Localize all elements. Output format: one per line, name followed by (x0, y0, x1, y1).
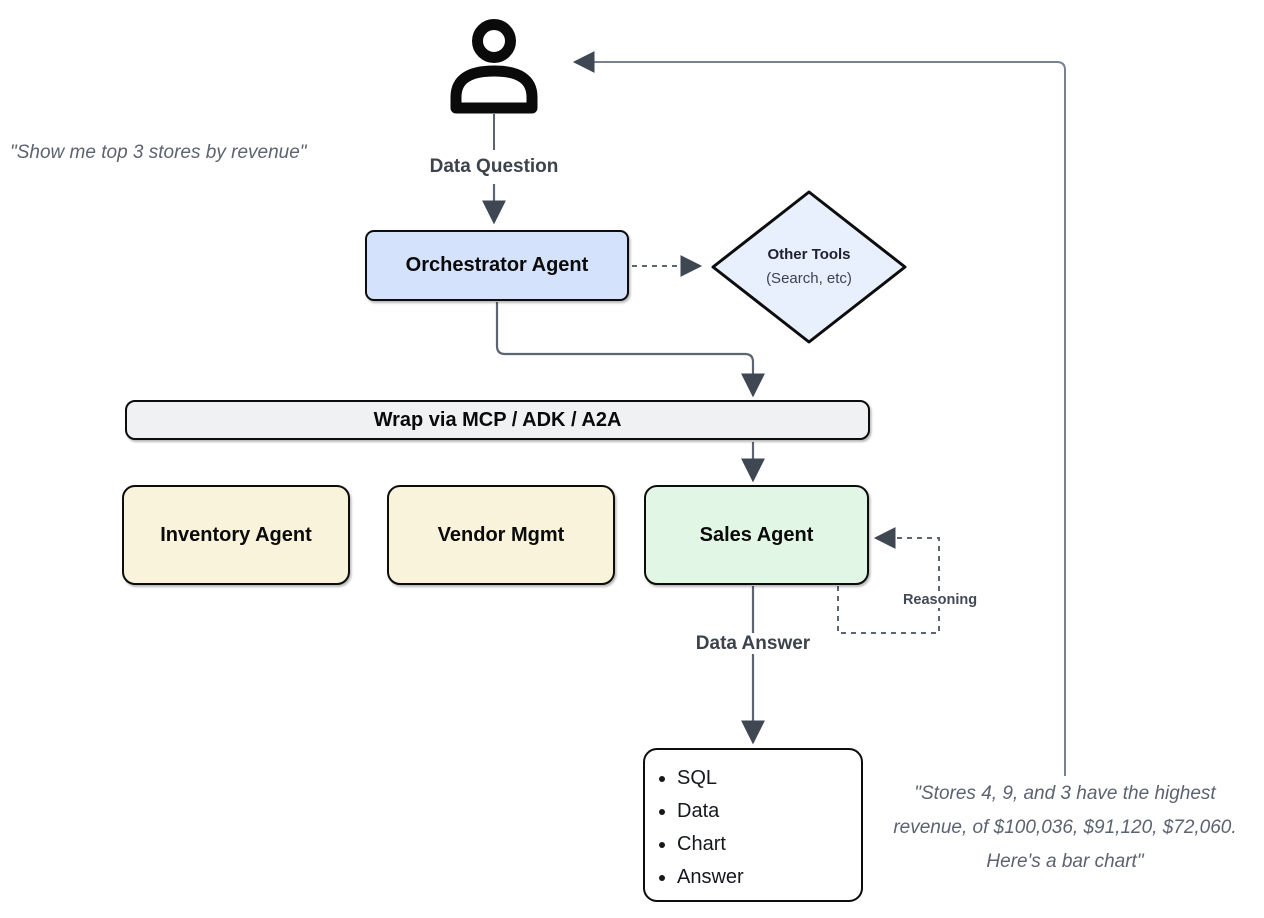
data-answer-label: Data Answer (640, 633, 866, 655)
inventory-agent-node: Inventory Agent (122, 485, 350, 585)
edge-reasoning-loop (837, 527, 940, 634)
output-item-data: Data (677, 795, 744, 828)
answer-quote-line-3: Here's a bar chart" (986, 851, 1144, 872)
other-tools-title: Other Tools (767, 246, 851, 263)
other-tools-label: Other Tools (Search, etc) (713, 192, 905, 342)
person-icon (450, 19, 538, 114)
edge-answer-to-person (572, 51, 1066, 776)
reasoning-text: Reasoning (897, 592, 983, 608)
answer-quote-line-2: revenue, of $100,036, $91,120, $72,060. (893, 817, 1237, 838)
output-node: SQL Data Chart Answer (643, 748, 863, 902)
output-item-sql: SQL (677, 762, 744, 795)
wrap-layer-label: Wrap via MCP / ADK / A2A (373, 408, 622, 431)
data-question-text: Data Question (424, 156, 564, 177)
vendor-mgmt-label: Vendor Mgmt (437, 523, 565, 546)
edge-orchestrator-to-wrap (495, 302, 765, 398)
data-question-label: Data Question (380, 156, 608, 178)
wrap-layer-node: Wrap via MCP / ADK / A2A (125, 400, 870, 440)
sales-agent-node: Sales Agent (644, 485, 869, 585)
inventory-agent-label: Inventory Agent (160, 523, 312, 546)
answer-quote-line-1: "Stores 4, 9, and 3 have the highest (914, 783, 1216, 804)
output-item-chart: Chart (677, 828, 744, 861)
other-tools-diamond (711, 190, 907, 344)
reasoning-label: Reasoning (880, 592, 1000, 608)
other-tools-subtitle: (Search, etc) (766, 270, 852, 287)
vendor-mgmt-node: Vendor Mgmt (387, 485, 615, 585)
agent-answer-quote: "Stores 4, 9, and 3 have the highest rev… (868, 777, 1262, 879)
orchestrator-agent-label: Orchestrator Agent (405, 254, 589, 276)
sales-agent-label: Sales Agent (699, 523, 814, 546)
output-items-list: SQL Data Chart Answer (645, 762, 744, 894)
orchestrator-agent-node: Orchestrator Agent (365, 230, 629, 301)
output-item-answer: Answer (677, 861, 744, 894)
user-question-quote: "Show me top 3 stores by revenue" (10, 142, 307, 163)
data-answer-text: Data Answer (690, 633, 816, 654)
